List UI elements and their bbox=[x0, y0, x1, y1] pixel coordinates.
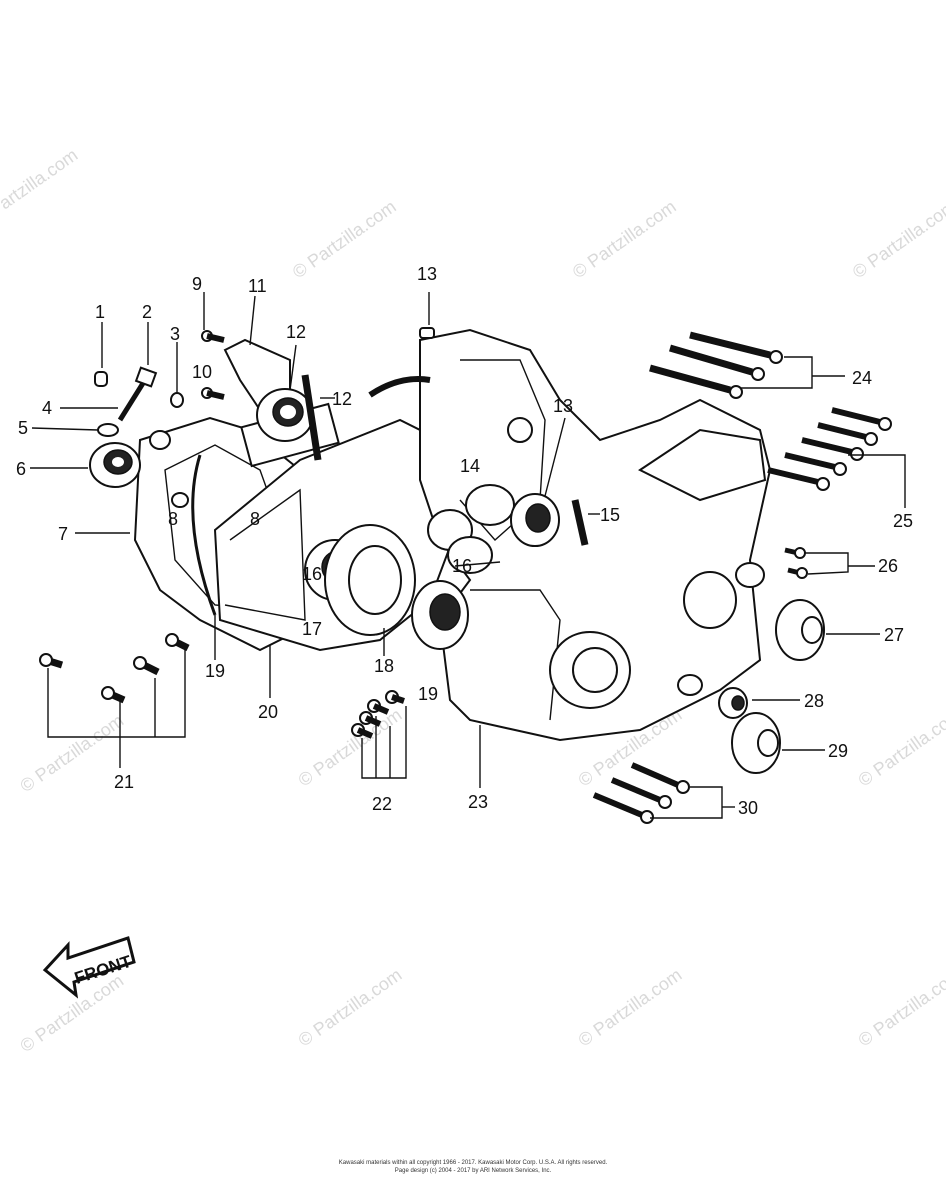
callout-19b: 15 bbox=[600, 505, 620, 525]
callout-16a: 9 bbox=[192, 274, 202, 294]
callout-15: 22 bbox=[372, 794, 392, 814]
callout-17: 11 bbox=[248, 276, 267, 296]
bolts-part-27 bbox=[649, 331, 783, 399]
callout-21: 16 bbox=[452, 556, 472, 576]
callout-1: 6 bbox=[16, 459, 26, 479]
callout-29: 25 bbox=[893, 511, 913, 531]
bearing-part-18 bbox=[256, 388, 314, 442]
callout-10: 19 bbox=[205, 661, 225, 681]
watermark: © Partzilla.com bbox=[855, 705, 946, 791]
callout-numbers: 1 2 3 4 5 6 7 8 8 9 10 11 12 12 13 13 14… bbox=[16, 264, 913, 818]
callout-12a: 13 bbox=[417, 264, 437, 284]
callout-22: 13 bbox=[553, 396, 573, 416]
watermark: © Partzilla.com bbox=[575, 965, 686, 1051]
callout-25: 27 bbox=[884, 625, 904, 645]
copyright-line-2: Page design (c) 2004 - 2017 by ARI Netwo… bbox=[394, 1168, 552, 1174]
callout-13a: 17 bbox=[302, 619, 322, 639]
damper-part-25 bbox=[775, 599, 825, 661]
studs-part-19 bbox=[301, 374, 589, 546]
callout-28: 30 bbox=[738, 798, 758, 818]
crank-bearings-part-20 bbox=[427, 484, 515, 574]
watermark: © Partzilla.com bbox=[0, 145, 81, 231]
callout-8b: 8 bbox=[250, 509, 260, 529]
damper-part-24 bbox=[718, 687, 748, 719]
gasket-part-14 bbox=[324, 524, 416, 636]
right-crankcase-half bbox=[368, 328, 772, 742]
bolts-part-28 bbox=[592, 762, 690, 824]
callout-27: 24 bbox=[852, 368, 872, 388]
callout-12b: 16 bbox=[302, 564, 322, 584]
callout-19a: 12 bbox=[332, 389, 352, 409]
callout-3: 3 bbox=[170, 324, 180, 344]
oil-seal-part-1 bbox=[89, 442, 141, 488]
callout-6: 4 bbox=[42, 398, 52, 418]
callout-16b: 10 bbox=[192, 362, 212, 382]
callout-24: 28 bbox=[804, 691, 824, 711]
copyright-line-1: Kawasaki materials within all copyright … bbox=[338, 1160, 608, 1166]
callout-8a: 8 bbox=[168, 509, 178, 529]
damper-part-26 bbox=[731, 712, 781, 774]
bearing-part-13-right bbox=[411, 580, 469, 650]
callout-18: 12 bbox=[286, 322, 306, 342]
callout-7: 21 bbox=[114, 772, 134, 792]
bolts-part-29 bbox=[767, 407, 892, 491]
leader-lines bbox=[30, 292, 906, 819]
callout-30: 26 bbox=[878, 556, 898, 576]
callout-13b: 19 bbox=[418, 684, 438, 704]
watermark: © Partzilla.com bbox=[289, 196, 400, 282]
dowel-pin-part-12 bbox=[419, 327, 435, 339]
callout-5: 2 bbox=[142, 302, 152, 322]
bolts-part-30 bbox=[784, 547, 808, 579]
callout-4: 1 bbox=[95, 302, 105, 322]
callout-23: 20 bbox=[258, 702, 278, 722]
bearing-part-22 bbox=[510, 493, 560, 547]
watermark: © Partzilla.com bbox=[16, 710, 127, 796]
bolts-part-7 bbox=[39, 633, 190, 704]
callout-9: 7 bbox=[58, 524, 68, 544]
watermark: © Partzilla.com bbox=[295, 965, 406, 1051]
watermark: © Partzilla.com bbox=[569, 196, 680, 282]
callout-20: 14 bbox=[460, 456, 480, 476]
callout-26: 29 bbox=[828, 741, 848, 761]
small-parts-2-6 bbox=[94, 366, 184, 437]
watermark: © Partzilla.com bbox=[855, 965, 946, 1051]
watermark: © Partzilla.com bbox=[849, 196, 946, 282]
bolts-part-15 bbox=[351, 690, 405, 739]
callout-14: 18 bbox=[374, 656, 394, 676]
callout-11: 23 bbox=[468, 792, 488, 812]
callout-2: 5 bbox=[18, 418, 28, 438]
bolts-part-16 bbox=[201, 330, 225, 400]
